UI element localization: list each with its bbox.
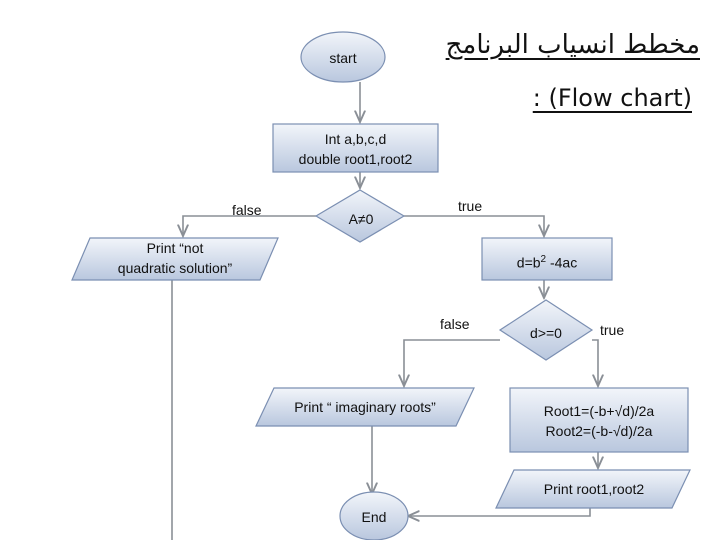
edge-a-true-label: true (458, 198, 483, 214)
print-roots-label: Print root1,root2 (543, 481, 645, 497)
decision-d-diamond (498, 299, 594, 361)
title-english: : (Flow chart) (532, 84, 692, 112)
edge-a-false-label: false (232, 202, 262, 218)
edge-d-false-label: false (440, 316, 470, 332)
roots-line-1: Root1=(-b+√d)/2a (543, 403, 655, 419)
end-label: End (361, 509, 387, 525)
connector-a-true (404, 215, 544, 236)
discriminant-suffix: -4ac (546, 254, 578, 271)
print-imaginary-parallelogram (255, 387, 475, 427)
print-not-quadratic-line-2: quadratic solution” (117, 260, 233, 276)
connector-d-true (592, 339, 598, 386)
discriminant-box (481, 237, 613, 281)
title-arabic: مخطط انسياب البرنامج (445, 30, 700, 60)
discriminant-label: d=b2 -4ac (482, 251, 612, 272)
start-terminal (300, 31, 386, 83)
print-roots-parallelogram (495, 469, 691, 509)
roots-line-2: Root2=(-b-√d)/2a (545, 423, 653, 439)
print-not-quadratic-line-1: Print “not (146, 240, 204, 256)
roots-box (509, 387, 689, 453)
decision-d-label: d>=0 (530, 325, 562, 341)
declare-line-1: Int a,b,c,d (324, 131, 387, 147)
end-terminal (339, 491, 409, 540)
decision-a-label: A≠0 (348, 211, 374, 227)
print-imaginary-label: Print “ imaginary roots” (294, 399, 436, 415)
declare-box (272, 123, 439, 173)
start-label: start (329, 50, 357, 66)
decision-a-diamond (314, 189, 406, 243)
connector-print-to-end (408, 508, 591, 516)
connector-d-false (404, 339, 500, 386)
discriminant-prefix: d=b (516, 254, 541, 271)
connector-a-false (183, 215, 316, 236)
edge-d-true-label: true (600, 322, 625, 338)
declare-line-2: double root1,root2 (298, 151, 413, 167)
discriminant-exponent: 2 (540, 254, 547, 265)
print-not-quadratic-parallelogram (71, 237, 279, 281)
